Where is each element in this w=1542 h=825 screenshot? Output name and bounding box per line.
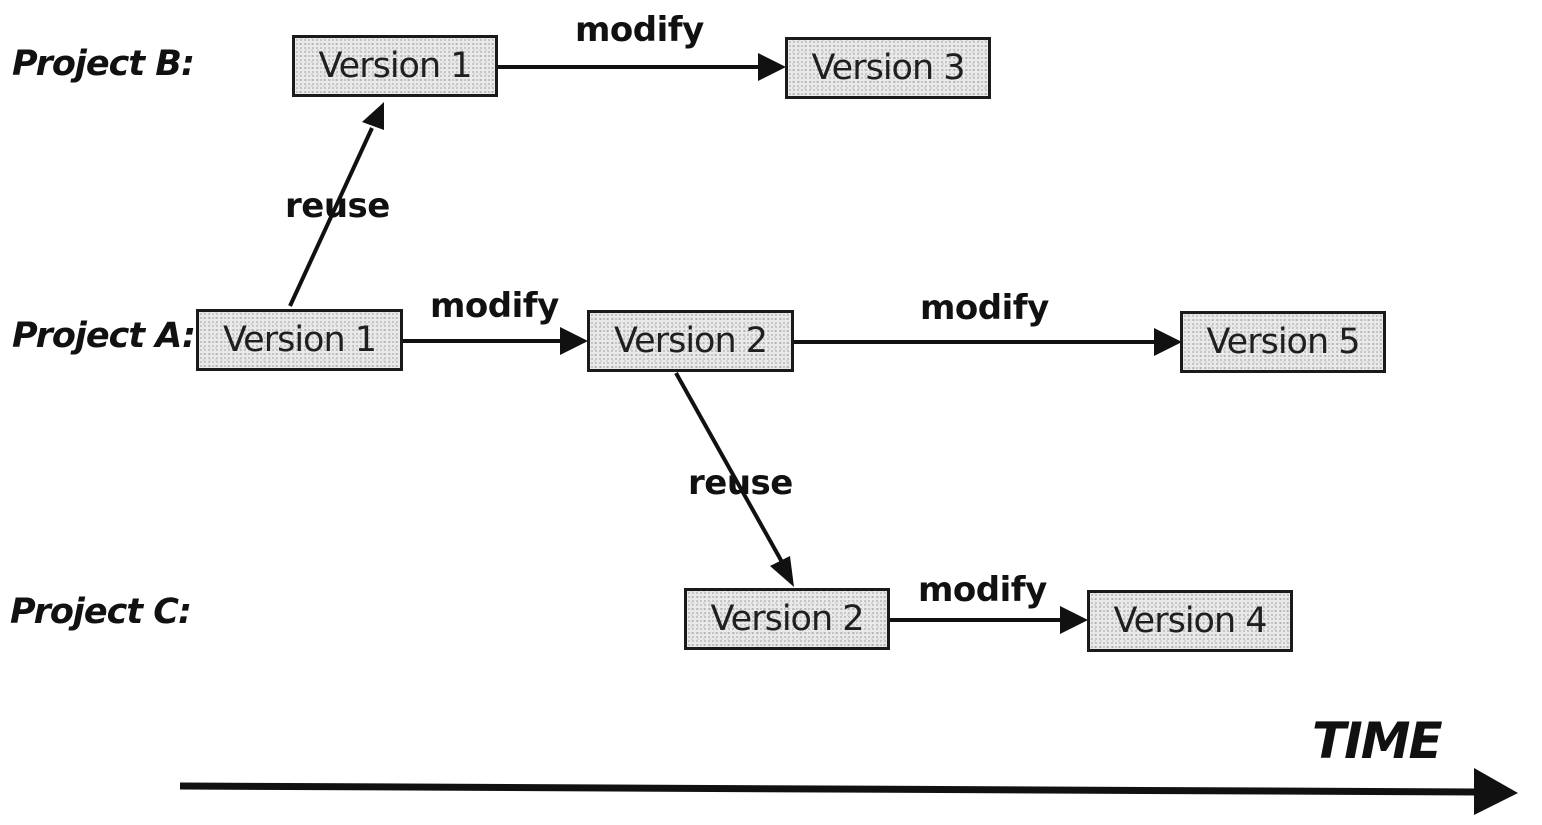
row-label-project-a: Project A: [12,316,196,356]
time-axis-arrow [179,768,1518,815]
edge-label-a-to-b-reuse: reuse [285,186,390,226]
node-project-a-version-1: Version 1 [196,309,403,371]
row-label-project-b: Project B: [12,44,195,84]
node-project-b-version-3: Version 3 [785,37,991,99]
edge-a-v2-to-c-v2 [674,372,794,587]
edge-label-c-modify: modify [918,570,1047,610]
edge-label-a-v1-modify: modify [430,286,559,326]
edge-label-b-modify: modify [575,10,704,50]
node-project-a-version-2: Version 2 [587,310,794,372]
node-project-c-version-4: Version 4 [1087,590,1293,652]
edge-a-v2-to-a-v5 [794,328,1182,356]
node-project-a-version-5: Version 5 [1180,311,1386,373]
edge-a-v1-to-b-v1 [288,102,384,307]
node-project-c-version-2: Version 2 [684,588,890,650]
node-project-b-version-1: Version 1 [292,35,498,97]
edge-label-a-v2-modify: modify [920,288,1049,328]
edge-a-v1-to-a-v2 [403,327,588,355]
edge-b-v1-to-b-v3 [498,53,786,81]
edge-c-v2-to-c-v4 [890,606,1088,634]
row-label-project-c: Project C: [10,592,192,632]
edge-label-a-to-c-reuse: reuse [688,463,793,503]
time-axis-label: TIME [1312,712,1443,770]
